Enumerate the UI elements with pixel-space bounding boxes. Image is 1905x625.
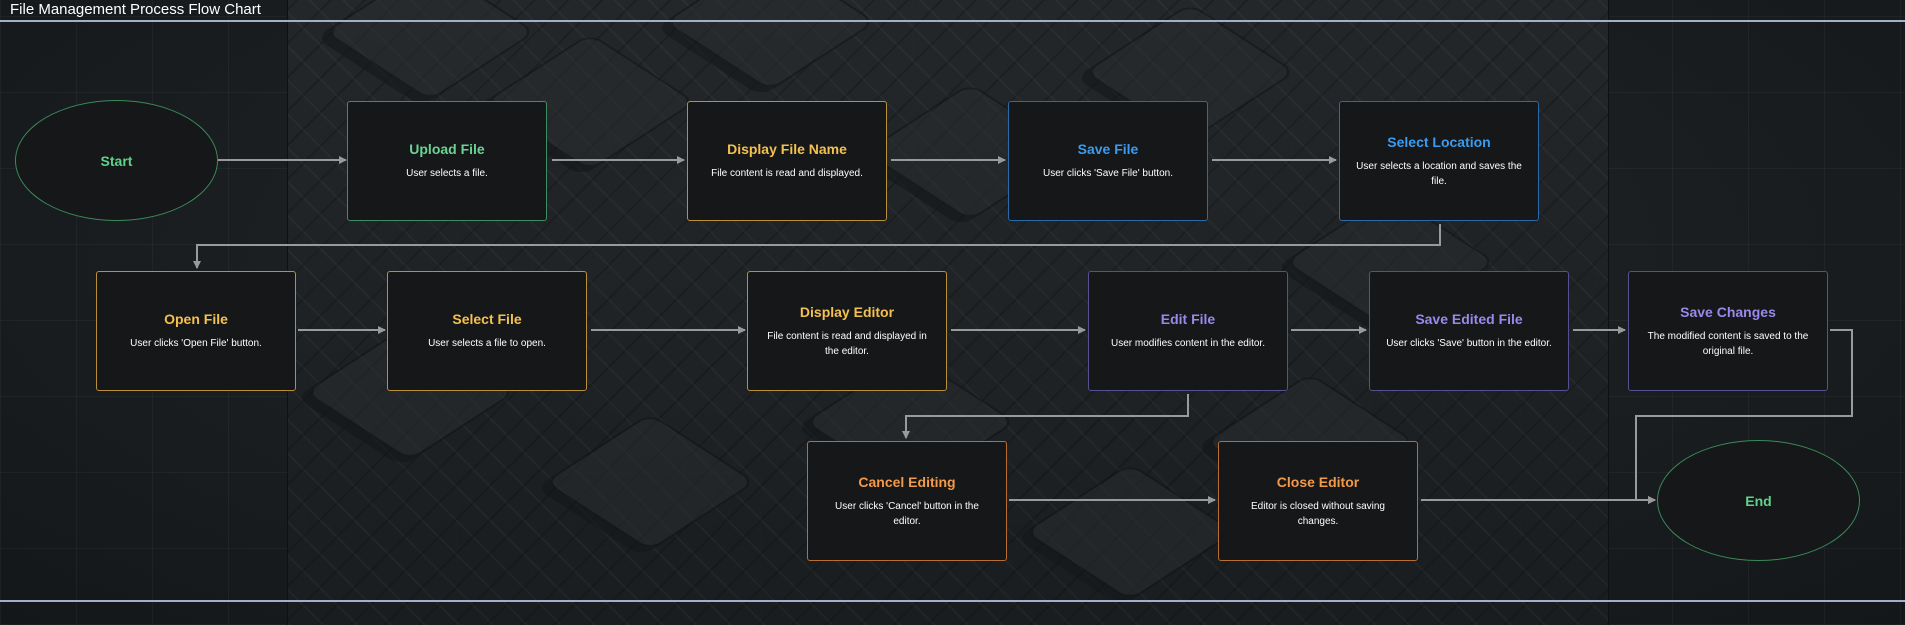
end-node[interactable]: End [1657,440,1860,561]
bottom-divider [0,600,1905,602]
node-title: Save File [1077,141,1139,157]
node-description: The modified content is saved to the ori… [1647,330,1809,357]
node-title: Select Location [1387,133,1491,150]
connector-select-location-open-file [193,224,1441,269]
node-title: Display Editor [799,303,895,320]
start-node[interactable]: Start [15,100,218,221]
title-bar: File Management Process Flow Chart [0,0,1905,22]
close-editor-node[interactable]: Close Editor Editor is closed without sa… [1218,441,1418,561]
node-title: Save Changes [1680,303,1776,320]
display-editor-node[interactable]: Display Editor File content is read and … [747,271,947,391]
cancel-editing-node[interactable]: Cancel Editing User clicks 'Cancel' butt… [807,441,1007,561]
node-description: User modifies content in the editor. [1111,338,1265,349]
node-description: User selects a file. [406,168,488,179]
save-edited-file-node[interactable]: Save Edited File User clicks 'Save' butt… [1369,271,1569,391]
node-title: Open File [164,311,228,327]
node-description: User selects a file to open. [428,338,546,349]
node-description: File content is read and displayed. [711,168,863,179]
node-title: Cancel Editing [858,473,956,490]
node-title: Edit File [1160,311,1216,327]
start-label: Start [100,152,133,169]
save-changes-node[interactable]: Save Changes The modified content is sav… [1628,271,1828,391]
node-title: Upload File [409,141,485,157]
node-description: File content is read and displayed in th… [767,330,927,357]
node-description: Editor is closed without saving changes. [1251,500,1385,527]
node-description: User selects a location and saves the fi… [1356,160,1522,187]
node-title: Close Editor [1276,473,1360,490]
connector-edit-file-cancel-editing [902,394,1189,439]
node-title: Display File Name [727,141,847,157]
connector-save-changes-end [1635,329,1853,504]
node-description: User clicks 'Cancel' button in the edito… [835,500,979,527]
node-description: User clicks 'Open File' button. [130,338,262,349]
select-file-node[interactable]: Select File User selects a file to open. [387,271,587,391]
node-title: Save Edited File [1415,311,1523,327]
select-location-node[interactable]: Select Location User selects a location … [1339,101,1539,221]
edit-file-node[interactable]: Edit File User modifies content in the e… [1088,271,1288,391]
upload-file-node[interactable]: Upload File User selects a file. [347,101,547,221]
node-description: User clicks 'Save File' button. [1043,168,1173,179]
save-file-node[interactable]: Save File User clicks 'Save File' button… [1008,101,1208,221]
display-file-name-node[interactable]: Display File Name File content is read a… [687,101,887,221]
node-title: Select File [452,311,522,327]
node-description: User clicks 'Save' button in the editor. [1386,338,1552,349]
end-label: End [1745,492,1772,509]
open-file-node[interactable]: Open File User clicks 'Open File' button… [96,271,296,391]
page-title: File Management Process Flow Chart [10,1,261,18]
